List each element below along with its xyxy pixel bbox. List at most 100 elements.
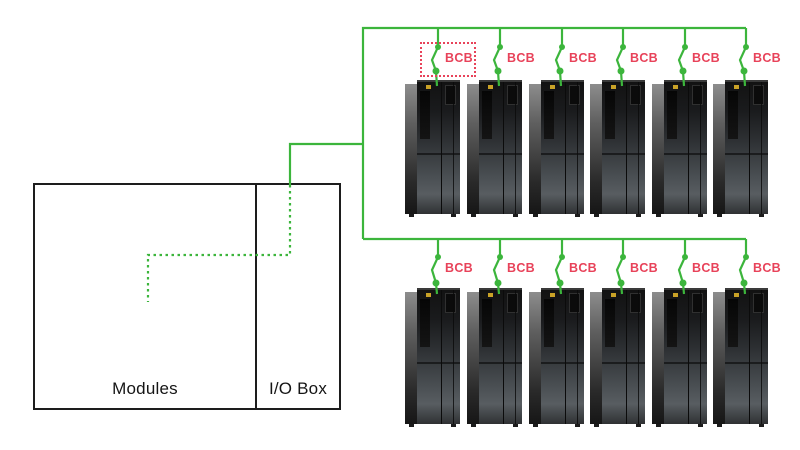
cabinet-front-panel <box>479 288 522 424</box>
cabinet-vent-panel <box>420 299 430 347</box>
brand-emblem <box>426 85 431 89</box>
cabinet-vent-panel <box>667 91 677 139</box>
cabinet-foot <box>451 214 456 217</box>
wire-solid <box>492 46 501 72</box>
breaker-node-dot <box>435 254 441 260</box>
cabinet-foot <box>471 214 476 217</box>
bcb-breaker-label: BCB <box>445 261 473 275</box>
breaker-node-dot <box>432 279 440 287</box>
breaker-node-dot <box>740 279 748 287</box>
bcb-breaker-label: BCB <box>630 51 658 65</box>
cabinet-panel-seam <box>664 362 707 365</box>
cabinet-vent-panel <box>544 91 554 139</box>
bcb-breaker-label: BCB <box>692 261 720 275</box>
brand-emblem <box>488 293 493 297</box>
battery-cabinet <box>713 80 768 217</box>
cabinet-foot <box>717 424 722 427</box>
breaker-node-dot <box>743 44 749 50</box>
battery-cabinet <box>590 288 645 427</box>
wire-solid <box>677 256 686 284</box>
cabinet-side-panel <box>590 292 602 424</box>
breaker-node-dot <box>617 67 625 75</box>
wire-solid <box>738 256 747 284</box>
cabinet-door-seam <box>688 290 689 424</box>
brand-emblem <box>734 85 739 89</box>
cabinet-door-seam <box>749 290 750 424</box>
io-box-label: I/O Box <box>268 379 328 398</box>
cabinet-foot <box>594 424 599 427</box>
cabinet-foot <box>698 424 703 427</box>
brand-emblem <box>673 85 678 89</box>
bcb-breaker-label: BCB <box>630 261 658 275</box>
wire-solid <box>430 256 439 284</box>
cabinet-foot <box>717 214 722 217</box>
battery-cabinet <box>652 288 707 427</box>
cabinet-panel-seam <box>725 153 768 156</box>
breaker-node-dot <box>740 67 748 75</box>
cabinet-foot <box>575 214 580 217</box>
cabinet-display <box>445 85 456 105</box>
cabinet-front-panel <box>479 80 522 214</box>
battery-cabinet <box>467 80 522 217</box>
cabinet-foot <box>533 214 538 217</box>
cabinet-display <box>753 293 764 313</box>
battery-cabinet <box>405 288 460 427</box>
cabinet-display <box>630 293 641 313</box>
cabinet-side-panel <box>467 84 479 214</box>
wire-solid <box>615 256 624 284</box>
wire-solid <box>288 142 363 185</box>
cabinet-foot <box>594 214 599 217</box>
cabinet-vent-panel <box>605 91 615 139</box>
cabinet-display <box>753 85 764 105</box>
battery-cabinet <box>590 80 645 217</box>
brand-emblem <box>673 293 678 297</box>
cabinet-front-panel <box>417 80 460 214</box>
wire-solid <box>615 46 624 72</box>
cabinet-door-seam <box>441 290 442 424</box>
cabinet-panel-seam <box>417 153 460 156</box>
bcb-breaker-label: BCB <box>692 51 720 65</box>
cabinet-side-panel <box>652 292 664 424</box>
breaker-node-dot <box>682 44 688 50</box>
brand-emblem <box>550 85 555 89</box>
battery-cabinet <box>713 288 768 427</box>
cabinet-foot <box>513 214 518 217</box>
cabinet-front-panel <box>541 80 584 214</box>
bcb-breaker-label: BCB <box>569 51 597 65</box>
breaker-node-dot <box>494 67 502 75</box>
cabinet-display <box>507 85 518 105</box>
breaker-highlight-box <box>420 42 476 77</box>
cabinet-vent-panel <box>667 299 677 347</box>
battery-cabinet <box>529 288 584 427</box>
cabinet-foot <box>513 424 518 427</box>
cabinet-vent-panel <box>482 91 492 139</box>
cabinet-foot <box>636 214 641 217</box>
cabinet-panel-seam <box>417 362 460 365</box>
cabinet-front-panel <box>725 288 768 424</box>
brand-emblem <box>550 293 555 297</box>
cabinet-panel-seam <box>725 362 768 365</box>
breaker-node-dot <box>679 67 687 75</box>
cabinet-panel-seam <box>602 362 645 365</box>
cabinet-foot <box>409 424 414 427</box>
brand-emblem <box>488 85 493 89</box>
cabinet-vent-panel <box>482 299 492 347</box>
battery-cabinet <box>529 80 584 217</box>
bcb-breaker-label: BCB <box>445 51 473 65</box>
cabinet-side-panel <box>529 84 541 214</box>
cabinet-foot <box>533 424 538 427</box>
cabinet-side-panel <box>590 84 602 214</box>
breaker-node-dot <box>682 254 688 260</box>
breaker-node-dot <box>559 254 565 260</box>
wire-solid <box>554 46 563 72</box>
cabinet-side-panel <box>652 84 664 214</box>
wire-solid <box>677 46 686 72</box>
cabinet-foot <box>451 424 456 427</box>
breaker-node-dot <box>743 254 749 260</box>
breaker-node-dot <box>620 44 626 50</box>
cabinet-front-panel <box>725 80 768 214</box>
modules-section: Modules <box>35 185 257 408</box>
cabinet-foot <box>759 424 764 427</box>
breaker-node-dot <box>556 67 564 75</box>
